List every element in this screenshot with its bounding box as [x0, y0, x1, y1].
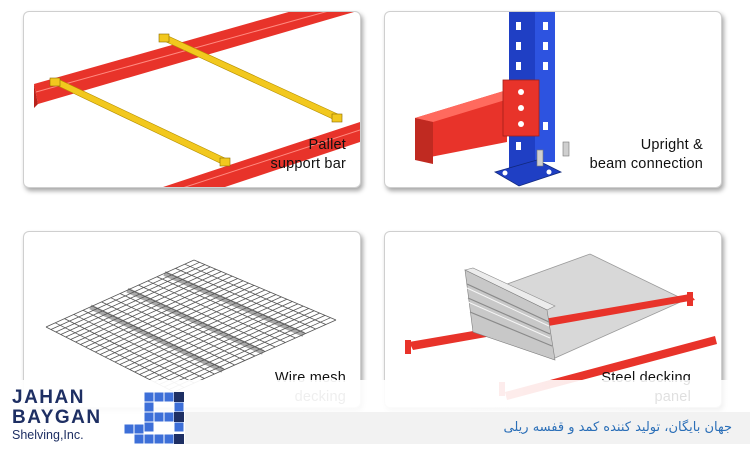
caption-line: Pallet — [308, 137, 346, 153]
product-panel-upright-beam-connection: Upright & beam connection — [384, 11, 722, 188]
jb-cube-logo-icon — [124, 391, 185, 445]
pallet-support-bar-illustration — [34, 12, 360, 187]
caption-line: Upright & — [640, 137, 703, 153]
company-tagline: جهان بایگان، تولید کننده کمد و قفسه ریلی — [503, 420, 732, 435]
product-panel-wire-mesh-decking: Wire mesh decking — [23, 231, 361, 408]
logo-wordmark: JAHAN BAYGAN Shelving,Inc. — [12, 388, 102, 443]
company-logo[interactable]: JAHAN BAYGAN Shelving,Inc. — [10, 384, 190, 446]
product-panel-pallet-support-bar: Pallet support bar — [23, 11, 361, 188]
panel-caption: Pallet support bar — [270, 136, 346, 174]
steel-decking-panel-illustration — [405, 253, 717, 400]
panel-caption: Upright & beam connection — [590, 136, 703, 174]
caption-line: support bar — [270, 156, 346, 172]
upright-beam-connection-illustration — [415, 12, 570, 187]
caption-line: beam connection — [589, 156, 703, 172]
logo-line-baygan: BAYGAN — [12, 407, 102, 428]
logo-line-shelving: Shelving,Inc. — [12, 428, 84, 442]
logo-line-jahan: JAHAN — [12, 387, 85, 408]
footer-strip — [185, 412, 750, 444]
wire-mesh-decking-illustration — [45, 259, 337, 393]
